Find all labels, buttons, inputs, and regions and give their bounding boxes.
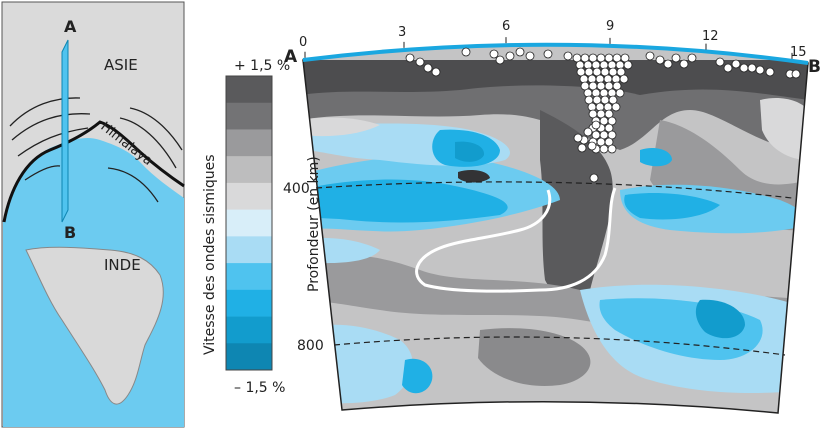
earthquake-cluster [405,47,801,183]
distance-label: 15 [790,45,807,60]
earthquake-dot [755,65,765,75]
earthquake-dot [515,47,525,57]
legend-bottom-label: – 1,5 % [234,380,285,396]
earthquake-dot [461,47,471,57]
earthquake-dot [525,51,535,61]
legend-swatch [226,343,272,371]
earthquake-dot [739,63,749,73]
map-point-b: B [64,223,76,242]
anomaly-region [458,170,490,183]
earthquake-dot [731,59,741,69]
section-point-b: B [808,57,821,77]
distance-ticks [304,37,793,59]
legend-swatch [226,263,272,291]
fault-line [24,165,61,181]
map-point-a: A [64,17,77,36]
legend-swatch [226,316,272,344]
asia-label: ASIE [104,56,138,74]
earthquake-dot [671,53,681,63]
earthquake-dot [543,49,553,59]
india-coastline [25,246,164,405]
earthquake-dot [611,102,621,112]
legend-swatches [225,75,273,371]
section-point-a: A [284,47,298,67]
slab-contour [415,187,617,293]
legend-swatch [226,129,272,157]
earthquake-dot [765,67,775,77]
earthquake-dot [715,57,725,67]
earthquake-dot [589,173,599,183]
earthquake-dot [623,60,633,70]
earthquake-dot [591,120,601,130]
earthquake-dot [607,144,617,154]
earthquake-dot [573,133,583,143]
anomaly-region [624,193,720,220]
distance-label: 6 [502,19,510,34]
earthquake-dot [687,53,697,63]
earthquake-dot [505,51,515,61]
depth-line-400 [315,181,793,199]
anomaly-region [402,358,433,394]
earthquake-dot [423,63,433,73]
anomaly-region [640,148,672,167]
distance-label: 0 [299,35,307,50]
surface-line [302,42,809,65]
earthquake-dot [563,51,573,61]
location-map: A B ASIE INDE Himalaya [1,1,185,428]
tomography-section: A B 400 800 Profondeur (en km) 0 3 6 9 1… [283,19,821,414]
earthquake-dot [747,63,757,73]
legend-swatch [226,76,272,104]
earthquake-dot [587,141,597,151]
anomaly-region [303,117,380,137]
legend-swatch [226,289,272,317]
main-thrust [2,120,185,223]
fault-line [119,117,177,169]
anomaly-region [455,141,485,162]
earthquake-dot [599,144,609,154]
legend-swatch [226,182,272,210]
earthquake-dot [431,67,441,77]
earthquake-dot [679,59,689,69]
earthquake-dot [655,55,665,65]
legend-swatch [226,236,272,264]
distance-label: 9 [606,19,614,34]
earthquake-dot [489,49,499,59]
fault-line [107,167,159,203]
legend-title: Vitesse des ondes sismiques [202,154,218,355]
anomaly-region [760,98,808,160]
earthquake-dot [663,59,673,69]
legend-top-label: + 1,5 % [234,58,290,74]
anomaly-region [695,299,745,339]
depth-label-800: 800 [297,338,324,354]
legend-border [225,75,273,371]
depth-label-400: 400 [283,181,310,197]
earthquake-dot [619,74,629,84]
anomaly-region [303,179,508,223]
earthquake-dot [723,63,733,73]
legend-swatch [226,156,272,184]
velocity-legend: + 1,5 % – 1,5 % Vitesse des ondes sismiq… [202,58,290,396]
earthquake-dot [645,51,655,61]
earthquake-dot [577,143,587,153]
anomaly-region [540,110,613,297]
fault-line [11,113,91,141]
india-label: INDE [104,256,141,274]
earthquake-dot [583,127,593,137]
distance-label: 12 [702,29,719,44]
earthquake-dot [791,69,801,79]
anomaly-region [478,328,591,386]
earthquake-dot [495,55,505,65]
depth-line-800 [333,336,786,356]
section-slab [61,39,69,223]
depth-axis-title: Profondeur (en km) [306,156,322,292]
earthquake-dot [615,88,625,98]
legend-swatch [226,209,272,237]
distance-label: 3 [398,25,406,40]
earthquake-dot [415,57,425,67]
fault-line [129,107,183,151]
fault-line [9,97,81,127]
legend-swatch [226,102,272,130]
fault-line [17,127,89,157]
earthquake-dot [405,53,415,63]
